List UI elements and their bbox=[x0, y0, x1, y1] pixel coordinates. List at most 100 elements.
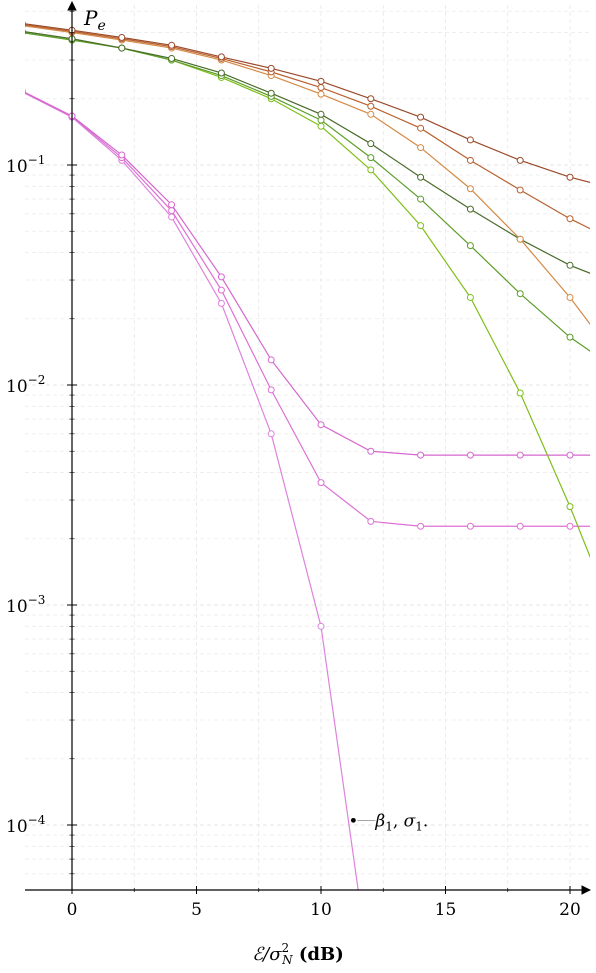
data-point bbox=[516, 235, 524, 243]
series-1 bbox=[25, 89, 359, 890]
data-point bbox=[25, 30, 26, 35]
data-point bbox=[417, 124, 425, 132]
data-point bbox=[267, 430, 275, 438]
data-point bbox=[367, 140, 375, 148]
data-point bbox=[566, 451, 574, 459]
data-point bbox=[516, 522, 524, 530]
x-tick-label: 15 bbox=[435, 900, 457, 920]
data-point bbox=[25, 89, 26, 94]
series-line bbox=[25, 32, 590, 559]
series-line bbox=[25, 25, 590, 326]
data-point bbox=[267, 356, 275, 364]
series-3 bbox=[25, 88, 590, 459]
series-2 bbox=[25, 89, 590, 530]
data-point bbox=[317, 90, 325, 98]
data-point bbox=[25, 30, 26, 35]
data-point bbox=[367, 110, 375, 118]
data-point bbox=[417, 173, 425, 181]
data-point bbox=[516, 290, 524, 298]
data-point bbox=[466, 185, 474, 193]
data-point bbox=[466, 205, 474, 213]
data-point bbox=[367, 102, 375, 110]
data-point bbox=[566, 503, 574, 511]
data-point bbox=[367, 517, 375, 525]
data-point bbox=[516, 389, 524, 397]
series-label-text: β1, σ1. bbox=[374, 811, 428, 833]
y-axis-label: Pe bbox=[83, 6, 106, 34]
data-point bbox=[367, 95, 375, 103]
label-anchor-dot bbox=[350, 817, 356, 823]
series-4 bbox=[25, 30, 590, 559]
data-point bbox=[566, 333, 574, 341]
data-point bbox=[25, 29, 26, 34]
y-tick-label: 10−4 bbox=[6, 813, 46, 837]
data-point bbox=[25, 22, 26, 27]
series-label-1: β1, σ1. bbox=[350, 811, 428, 833]
x-tick-label: 5 bbox=[191, 900, 202, 920]
series-8 bbox=[25, 22, 590, 230]
y-tick-label: 10−3 bbox=[6, 593, 45, 617]
data-point bbox=[25, 89, 26, 94]
data-point bbox=[466, 242, 474, 250]
data-point bbox=[317, 622, 325, 630]
data-point bbox=[516, 186, 524, 194]
data-point bbox=[267, 386, 275, 394]
data-point bbox=[317, 122, 325, 130]
data-point bbox=[516, 451, 524, 459]
data-point bbox=[317, 110, 325, 118]
data-point bbox=[267, 89, 275, 97]
data-point bbox=[417, 144, 425, 152]
axes: 051015202530354010−410−310−210−1Peℰ/σ2N … bbox=[6, 1, 591, 967]
data-point bbox=[417, 522, 425, 530]
data-point bbox=[516, 156, 524, 164]
data-point bbox=[118, 33, 126, 41]
data-point bbox=[25, 21, 26, 26]
data-point bbox=[566, 293, 574, 301]
data-point bbox=[217, 273, 225, 281]
series-7 bbox=[25, 23, 590, 326]
data-point bbox=[466, 522, 474, 530]
data-point bbox=[466, 293, 474, 301]
series-layer bbox=[25, 21, 590, 890]
data-point bbox=[118, 44, 126, 52]
data-point bbox=[317, 479, 325, 487]
series-6 bbox=[25, 29, 590, 274]
data-point bbox=[217, 299, 225, 307]
data-point bbox=[317, 77, 325, 85]
data-point bbox=[417, 222, 425, 230]
data-point bbox=[25, 23, 26, 28]
data-point bbox=[566, 261, 574, 269]
data-point bbox=[417, 113, 425, 121]
data-point bbox=[317, 84, 325, 92]
data-point bbox=[168, 54, 176, 62]
x-tick-label: 10 bbox=[310, 900, 332, 920]
data-point bbox=[367, 154, 375, 162]
data-point bbox=[466, 156, 474, 164]
series-labels: β1, σ1.β1, σ2.β1, σ3.β2, σ1.β2, σ2.β2, σ… bbox=[350, 811, 428, 833]
data-point bbox=[417, 451, 425, 459]
series-line bbox=[25, 31, 590, 274]
data-point bbox=[466, 451, 474, 459]
data-point bbox=[317, 116, 325, 124]
x-tick-label: 0 bbox=[67, 900, 78, 920]
data-point bbox=[566, 173, 574, 181]
grid bbox=[25, 5, 590, 890]
data-point bbox=[317, 421, 325, 429]
series-9 bbox=[25, 21, 590, 183]
y-tick-label: 10−2 bbox=[6, 373, 45, 397]
data-point bbox=[566, 215, 574, 223]
series-line bbox=[25, 23, 590, 183]
data-point bbox=[267, 64, 275, 72]
data-point bbox=[118, 151, 126, 159]
series-5 bbox=[25, 30, 590, 352]
data-point bbox=[367, 166, 375, 174]
data-point bbox=[217, 286, 225, 294]
data-point bbox=[566, 522, 574, 530]
data-point bbox=[217, 69, 225, 77]
data-point bbox=[417, 195, 425, 203]
data-point bbox=[25, 88, 26, 94]
series-line bbox=[25, 91, 590, 456]
